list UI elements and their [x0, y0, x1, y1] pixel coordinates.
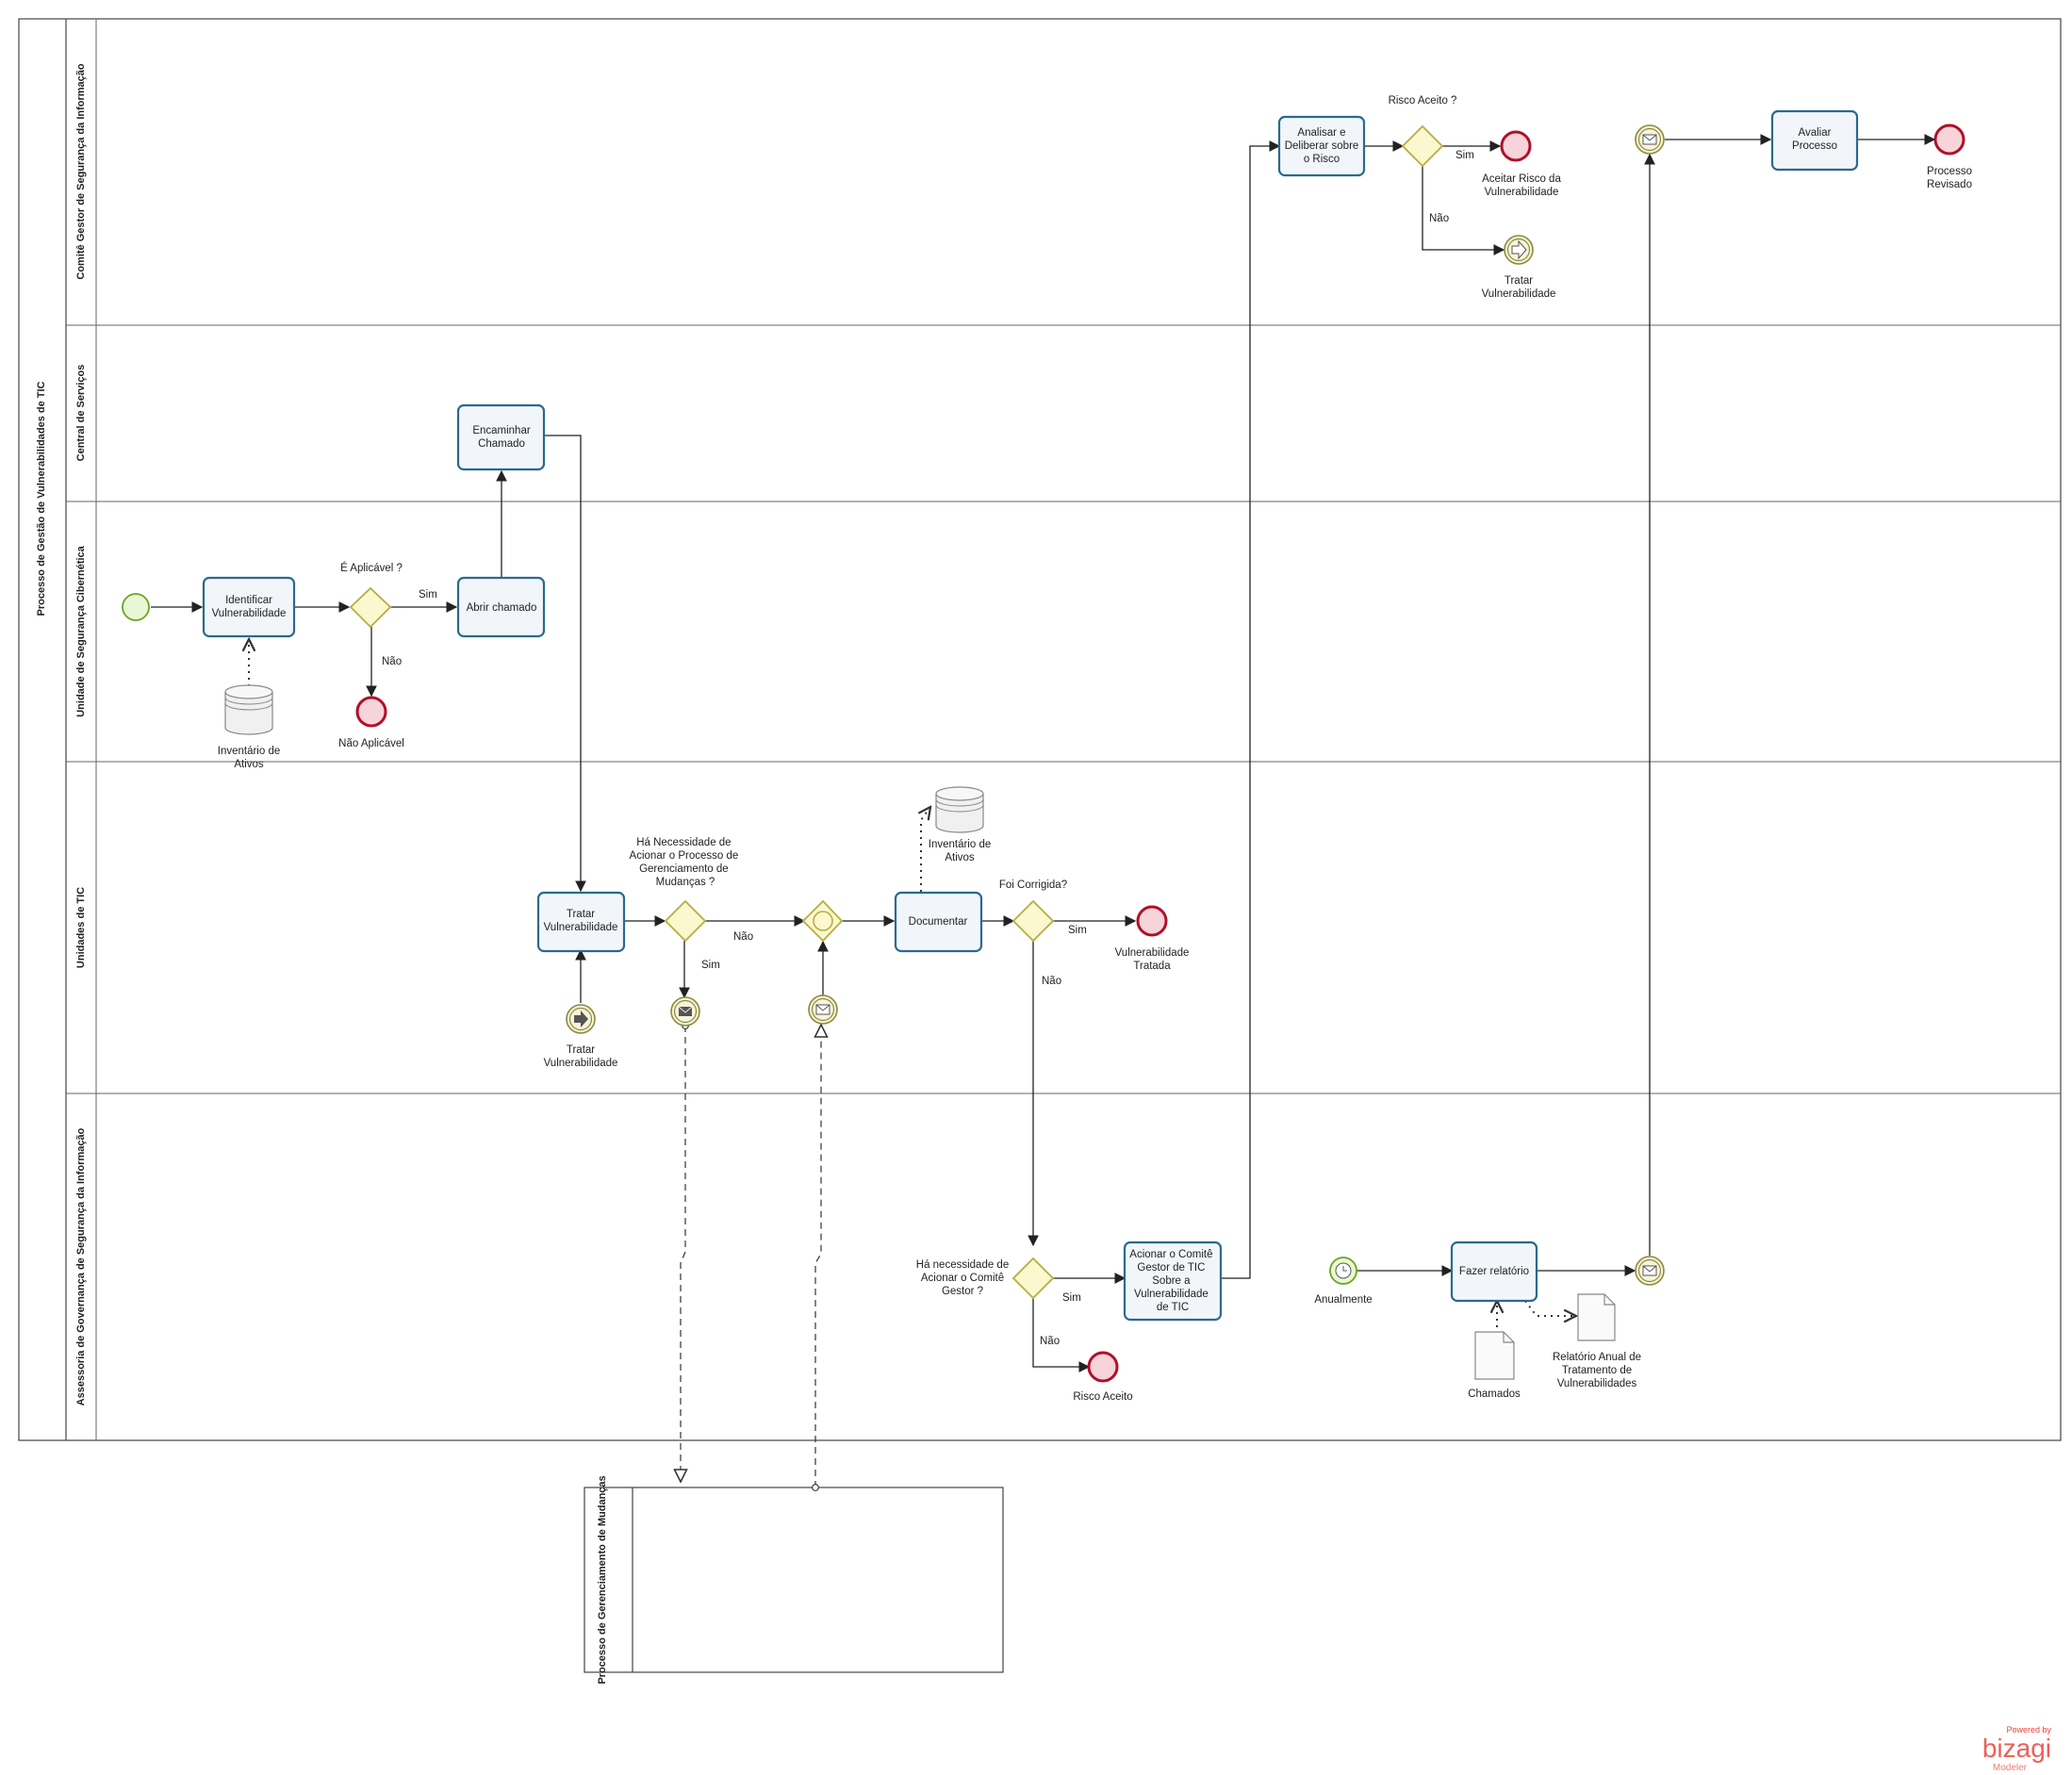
svg-text:Acionar o Comitê Gestor: Acionar o Comitê Gestor de TIC Sobre a V…: [1129, 1249, 1215, 1313]
flow: [1221, 140, 1281, 1279]
flow: [544, 435, 586, 893]
svg-text:Há Necessidade de Aciona: Há Necessidade de Acionar o Processo de …: [630, 837, 742, 888]
envelope-icon: [815, 1004, 830, 1015]
flow-label-nao: Não: [1042, 976, 1061, 987]
svg-text:Abrir chamado: Abrir chamado: [467, 602, 537, 614]
envelope-icon: [679, 1007, 692, 1016]
svg-text:Foi Corrigida?: Foi Corrigida?: [999, 879, 1067, 891]
flow-label-sim: Sim: [419, 589, 437, 600]
gateway-ha-necessidade-mudancas[interactable]: Há Necessidade de Acionar o Processo de …: [630, 837, 742, 943]
task-fazer-relatorio[interactable]: Fazer relatório: [1450, 1241, 1538, 1303]
gateway-event-based-merge[interactable]: [801, 899, 844, 943]
svg-text:É Aplicável ?: É Aplicável ?: [340, 562, 403, 574]
flow: [1422, 166, 1505, 255]
message-throw-event[interactable]: [670, 996, 700, 1027]
envelope-icon: [1642, 1265, 1657, 1276]
flow-label-nao: Não: [382, 656, 402, 667]
message-flow: [681, 1026, 685, 1482]
svg-text:Fazer relatório: Fazer relatório: [1459, 1266, 1529, 1277]
flow-label-sim: Sim: [1062, 1292, 1081, 1304]
gateway-foi-corrigida[interactable]: Foi Corrigida?: [999, 879, 1067, 943]
lane-label-assessoria: Assessoria de Governança de Segurança da…: [75, 1127, 87, 1405]
task-abrir-chamado[interactable]: Abrir chamado: [456, 576, 546, 638]
end-event-nao-aplicavel[interactable]: Não Aplicável: [338, 696, 404, 749]
flow-label-sim: Sim: [701, 960, 720, 971]
svg-text:Documentar: Documentar: [909, 916, 968, 928]
task-acionar-comite[interactable]: Acionar o Comitê Gestor de TIC Sobre a V…: [1123, 1241, 1223, 1322]
flow-label-nao: Não: [733, 931, 753, 943]
message-catch-event-comite[interactable]: [1635, 124, 1665, 155]
flow-label-sim: Sim: [1068, 925, 1087, 936]
message-throw-event-relatorio[interactable]: [1635, 1256, 1665, 1286]
svg-text:Anualmente: Anualmente: [1314, 1294, 1372, 1306]
flow-label-sim: Sim: [1455, 150, 1474, 161]
lane-label-tic: Unidades de TIC: [75, 887, 87, 968]
external-pool-title: Processo de Gerenciamento de Mudanças: [597, 1475, 608, 1684]
flow: [1032, 1298, 1091, 1372]
gateway-e-aplicavel[interactable]: É Aplicável ?: [340, 562, 403, 629]
svg-text:Não Aplicável: Não Aplicável: [338, 738, 404, 749]
start-event[interactable]: [122, 593, 150, 621]
pool-title: Processo de Gestão de Vulnerabilidades d…: [36, 381, 47, 616]
flow-label-nao: Não: [1429, 213, 1449, 224]
svg-text:Modeler: Modeler: [1993, 1763, 2028, 1773]
message-catch-event[interactable]: [808, 994, 838, 1025]
document-chamados[interactable]: Chamados: [1468, 1331, 1521, 1400]
flow-label-nao: Não: [1040, 1336, 1060, 1347]
svg-text:bizagi: bizagi: [1982, 1734, 2051, 1763]
association: [1524, 1300, 1576, 1316]
svg-text:Chamados: Chamados: [1468, 1389, 1521, 1400]
external-pool: [584, 1487, 1004, 1673]
bizagi-watermark: Powered by bizagi Modeler: [1982, 1725, 2052, 1773]
end-event-risco-aceito[interactable]: Risco Aceito: [1073, 1351, 1133, 1403]
arrow-icon: [574, 1011, 588, 1027]
svg-text:Risco Aceito: Risco Aceito: [1073, 1391, 1132, 1403]
lane-label-central: Central de Serviços: [75, 365, 87, 462]
gateway-risco-aceito[interactable]: Risco Aceito ?: [1389, 95, 1457, 168]
arrow-icon: [1511, 239, 1527, 260]
svg-text:Powered by: Powered by: [2006, 1725, 2051, 1734]
main-pool: [18, 18, 2062, 1441]
timer-start-event-anualmente[interactable]: Anualmente: [1314, 1257, 1373, 1306]
svg-text:Risco Aceito ?: Risco Aceito ?: [1389, 95, 1457, 107]
envelope-icon: [1642, 134, 1657, 145]
message-flow: [815, 1025, 821, 1487]
lane-label-cibernetica: Unidade de Segurança Cibernética: [75, 545, 87, 716]
task-documentar[interactable]: Documentar: [894, 891, 983, 953]
lane-label-comite: Comitê Gestor de Segurança da Informação: [75, 63, 87, 280]
